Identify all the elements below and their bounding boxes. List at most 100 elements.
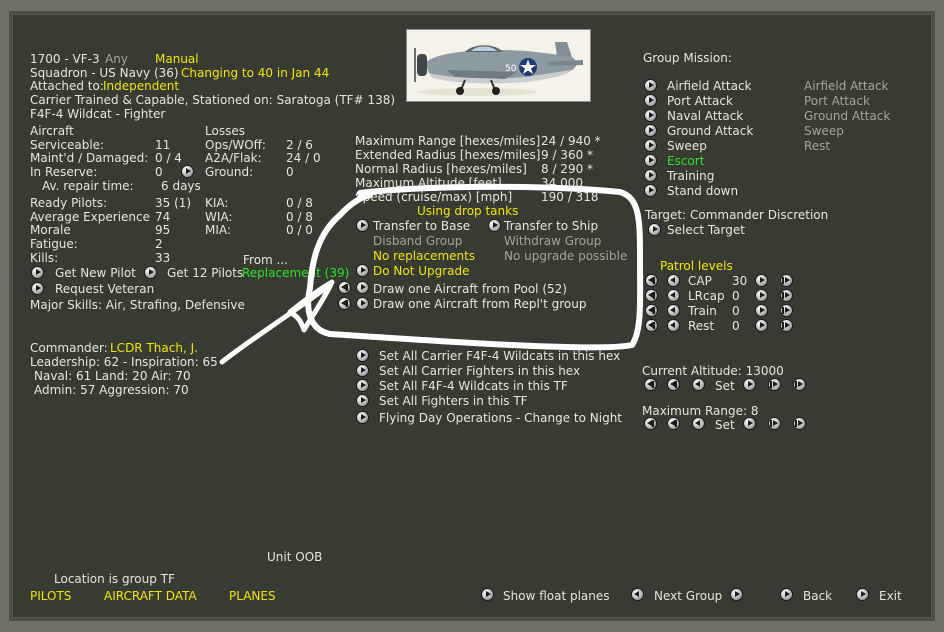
mission-training[interactable]: Training [667,169,715,183]
range-up-icon[interactable] [744,418,755,429]
altitude-up-big-icon[interactable] [769,379,780,390]
do-not-upgrade-icon[interactable] [357,265,368,276]
casualty-label: MIA: [205,223,231,237]
reserve-arrow-icon[interactable] [182,166,193,177]
range-min-icon[interactable] [645,418,656,429]
patrol-max-icon[interactable] [781,320,792,331]
day-night-button[interactable]: Flying Day Operations - Change to Night [379,411,623,425]
replt-first-icon[interactable] [339,298,350,309]
set-all-icon[interactable] [357,380,368,391]
perf-label: Extended Radius [hexes/miles] [355,148,541,162]
no-replacements[interactable]: No replacements [373,249,476,263]
patrol-increase-icon[interactable] [756,305,767,316]
mission-sweep[interactable]: Sweep [667,139,707,153]
transfer-base-icon[interactable] [357,220,368,231]
draw-replt-button[interactable]: Draw one Aircraft from Repl't group [373,297,587,311]
replacement-source[interactable]: Replacement (39) [242,266,350,280]
patrol-min-icon[interactable] [646,320,657,331]
exit-icon[interactable] [857,589,868,600]
next-group-button[interactable]: Next Group [654,589,723,603]
patrol-increase-icon[interactable] [756,320,767,331]
transfer-base-button[interactable]: Transfer to Base [373,219,471,233]
altitude-down-big-icon[interactable] [668,379,679,390]
altitude-min-icon[interactable] [645,379,656,390]
next-group-icon[interactable] [731,589,742,600]
mission-naval-attack[interactable]: Naval Attack [667,109,744,123]
patrol-min-icon[interactable] [646,305,657,316]
commander-name[interactable]: LCDR Thach, J. [110,341,198,355]
patrol-max-icon[interactable] [781,305,792,316]
set-all-button[interactable]: Set All Fighters in this TF [379,394,528,408]
patrol-decrease-icon[interactable] [668,290,679,301]
aircraft-data-tab[interactable]: AIRCRAFT DATA [104,589,197,603]
altitude-max-icon[interactable] [794,379,805,390]
altitude-set-button[interactable]: Set [715,379,735,393]
set-all-icon[interactable] [357,365,368,376]
planes-tab[interactable]: PLANES [229,589,276,603]
patrol-min-icon[interactable] [646,290,657,301]
patrol-max-icon[interactable] [781,290,792,301]
draw-pool-icon[interactable] [357,282,368,293]
exit-button[interactable]: Exit [879,589,902,603]
day-night-icon[interactable] [357,412,368,423]
pilots-tab[interactable]: PILOTS [30,589,72,603]
set-all-icon[interactable] [357,395,368,406]
patrol-increase-icon[interactable] [756,290,767,301]
set-all-button[interactable]: Set All Carrier F4F-4 Wildcats in this h… [379,349,621,363]
mission-icon[interactable] [645,95,656,106]
set-all-button[interactable]: Set All Carrier Fighters in this hex [379,364,581,378]
mission-icon[interactable] [645,80,656,91]
do-not-upgrade-button[interactable]: Do Not Upgrade [373,264,470,278]
mission-icon[interactable] [645,125,656,136]
set-all-icon[interactable] [357,350,368,361]
get-new-pilot-icon[interactable] [32,267,43,278]
patrol-max-icon[interactable] [781,275,792,286]
patrol-decrease-icon[interactable] [668,275,679,286]
mission-icon[interactable] [645,170,656,181]
loss-label: A2A/Flak: [205,151,262,165]
patrol-min-icon[interactable] [646,275,657,286]
mission-stand-down[interactable]: Stand down [667,184,739,198]
range-down-icon[interactable] [693,418,704,429]
request-veteran-button[interactable]: Request Veteran [55,282,155,296]
draw-pool-button[interactable]: Draw one Aircraft from Pool (52) [373,282,567,296]
patrol-decrease-icon[interactable] [668,305,679,316]
unit-oob-button[interactable]: Unit OOB [267,550,323,564]
mission-port-attack[interactable]: Port Attack [667,94,733,108]
get-12-pilots-button[interactable]: Get 12 Pilots [167,266,244,280]
drop-tanks[interactable]: Using drop tanks [417,204,519,218]
get-12-pilots-icon[interactable] [145,267,156,278]
range-set-button[interactable]: Set [715,418,735,432]
perf-label: Normal Radius [hexes/miles] [355,162,527,176]
mission-airfield-attack[interactable]: Airfield Attack [667,79,752,93]
mission-icon[interactable] [645,140,656,151]
transfer-ship-icon[interactable] [489,220,500,231]
back-button[interactable]: Back [803,589,833,603]
show-float-icon[interactable] [482,589,493,600]
mission-icon[interactable] [645,155,656,166]
range-max-icon[interactable] [794,418,805,429]
mission-icon[interactable] [645,110,656,121]
select-target-button[interactable]: Select Target [667,223,745,237]
mission-icon[interactable] [645,185,656,196]
altitude-down-icon[interactable] [693,379,704,390]
pool-first-icon[interactable] [339,282,350,293]
transfer-ship-button[interactable]: Transfer to Ship [504,219,599,233]
unit-mode[interactable]: Manual [155,52,199,66]
get-new-pilot-button[interactable]: Get New Pilot [55,266,136,280]
select-target-icon[interactable] [649,224,660,235]
back-icon[interactable] [781,589,792,600]
request-veteran-icon[interactable] [32,283,43,294]
mission-escort[interactable]: Escort [667,154,705,168]
patrol-increase-icon[interactable] [756,275,767,286]
draw-replt-icon[interactable] [357,298,368,309]
set-all-button[interactable]: Set All F4F-4 Wildcats in this TF [379,379,568,393]
show-float-button[interactable]: Show float planes [503,589,610,603]
altitude-up-icon[interactable] [744,379,755,390]
mission-ground-attack[interactable]: Ground Attack [667,124,754,138]
patrol-decrease-icon[interactable] [668,320,679,331]
attached-value[interactable]: Independent [103,79,180,93]
range-down-big-icon[interactable] [668,418,679,429]
prev-group-icon[interactable] [632,589,643,600]
range-up-big-icon[interactable] [769,418,780,429]
